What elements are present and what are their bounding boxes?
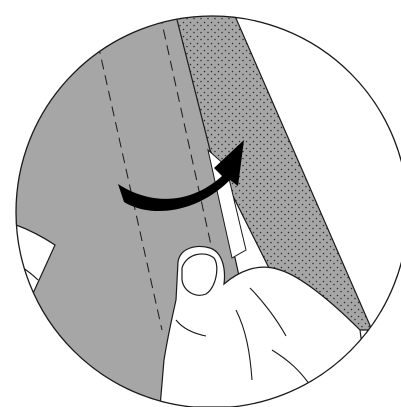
thumbnail	[182, 254, 217, 295]
